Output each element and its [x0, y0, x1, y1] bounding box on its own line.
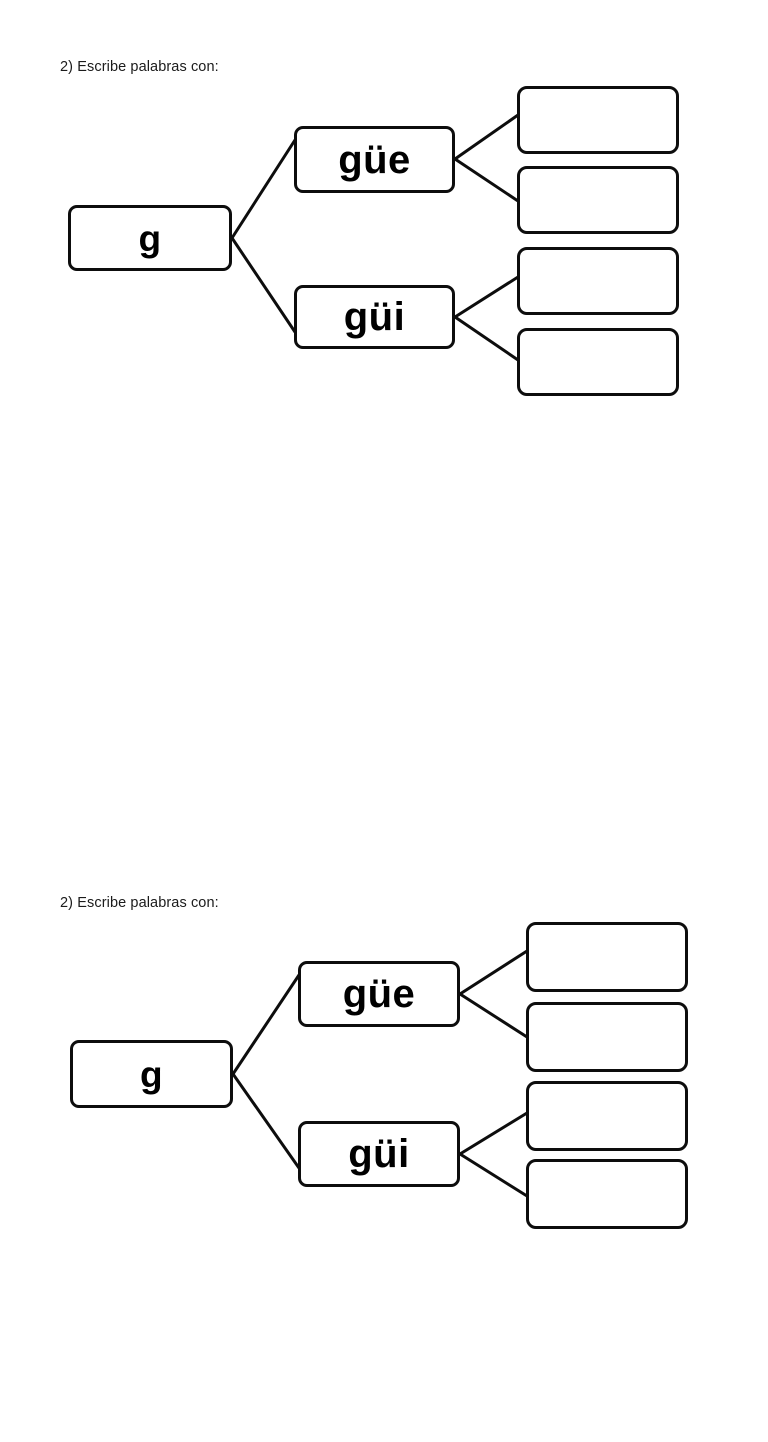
answer-box-gue-1[interactable]	[517, 86, 679, 154]
connector-gue-to-answer-1	[453, 113, 520, 161]
node-branch-gui[interactable]: güi	[294, 285, 455, 349]
connector-root-to-gui	[230, 236, 297, 334]
connector-gui-to-answer-4	[453, 315, 520, 362]
connector-gui-to-answer-3	[458, 1111, 529, 1156]
node-root-g[interactable]: g	[70, 1040, 233, 1108]
connector-root-to-gue	[230, 138, 297, 240]
answer-box-gue-2[interactable]	[517, 166, 679, 234]
answer-box-gui-2[interactable]	[526, 1159, 688, 1229]
node-branch-gue[interactable]: güe	[298, 961, 460, 1027]
node-branch-label: güi	[343, 295, 406, 339]
connector-gui-to-answer-3	[453, 275, 520, 319]
exercise-block-1: 2) Escribe palabras con: g güe güi	[0, 0, 768, 440]
connector-gue-to-answer-2	[453, 157, 520, 203]
node-branch-label: güi	[348, 1132, 410, 1176]
connector-gue-to-answer-2	[458, 992, 529, 1039]
node-branch-gue[interactable]: güe	[294, 126, 455, 193]
answer-box-gui-1[interactable]	[517, 247, 679, 315]
node-root-g[interactable]: g	[68, 205, 232, 271]
connector-root-to-gui	[231, 1072, 301, 1170]
answer-box-gue-1[interactable]	[526, 922, 688, 992]
connector-gui-to-answer-4	[458, 1152, 529, 1198]
connector-lines-1	[230, 113, 520, 362]
connector-gue-to-answer-1	[458, 949, 529, 996]
answer-box-gui-1[interactable]	[526, 1081, 688, 1151]
worksheet-page: 2) Escribe palabras con: g güe güi	[0, 0, 768, 1229]
answer-box-gue-2[interactable]	[526, 1002, 688, 1072]
exercise-prompt: 2) Escribe palabras con:	[60, 59, 219, 75]
answer-box-gui-2[interactable]	[517, 328, 679, 396]
node-root-label: g	[138, 217, 162, 259]
node-root-label: g	[139, 1053, 164, 1095]
node-branch-gui[interactable]: güi	[298, 1121, 460, 1187]
exercise-block-2: 2) Escribe palabras con: g güe güi	[0, 418, 768, 1229]
exercise-prompt: 2) Escribe palabras con:	[60, 895, 219, 911]
node-branch-label: güe	[338, 137, 411, 182]
connector-root-to-gue	[231, 973, 301, 1076]
node-branch-label: güe	[342, 972, 416, 1016]
